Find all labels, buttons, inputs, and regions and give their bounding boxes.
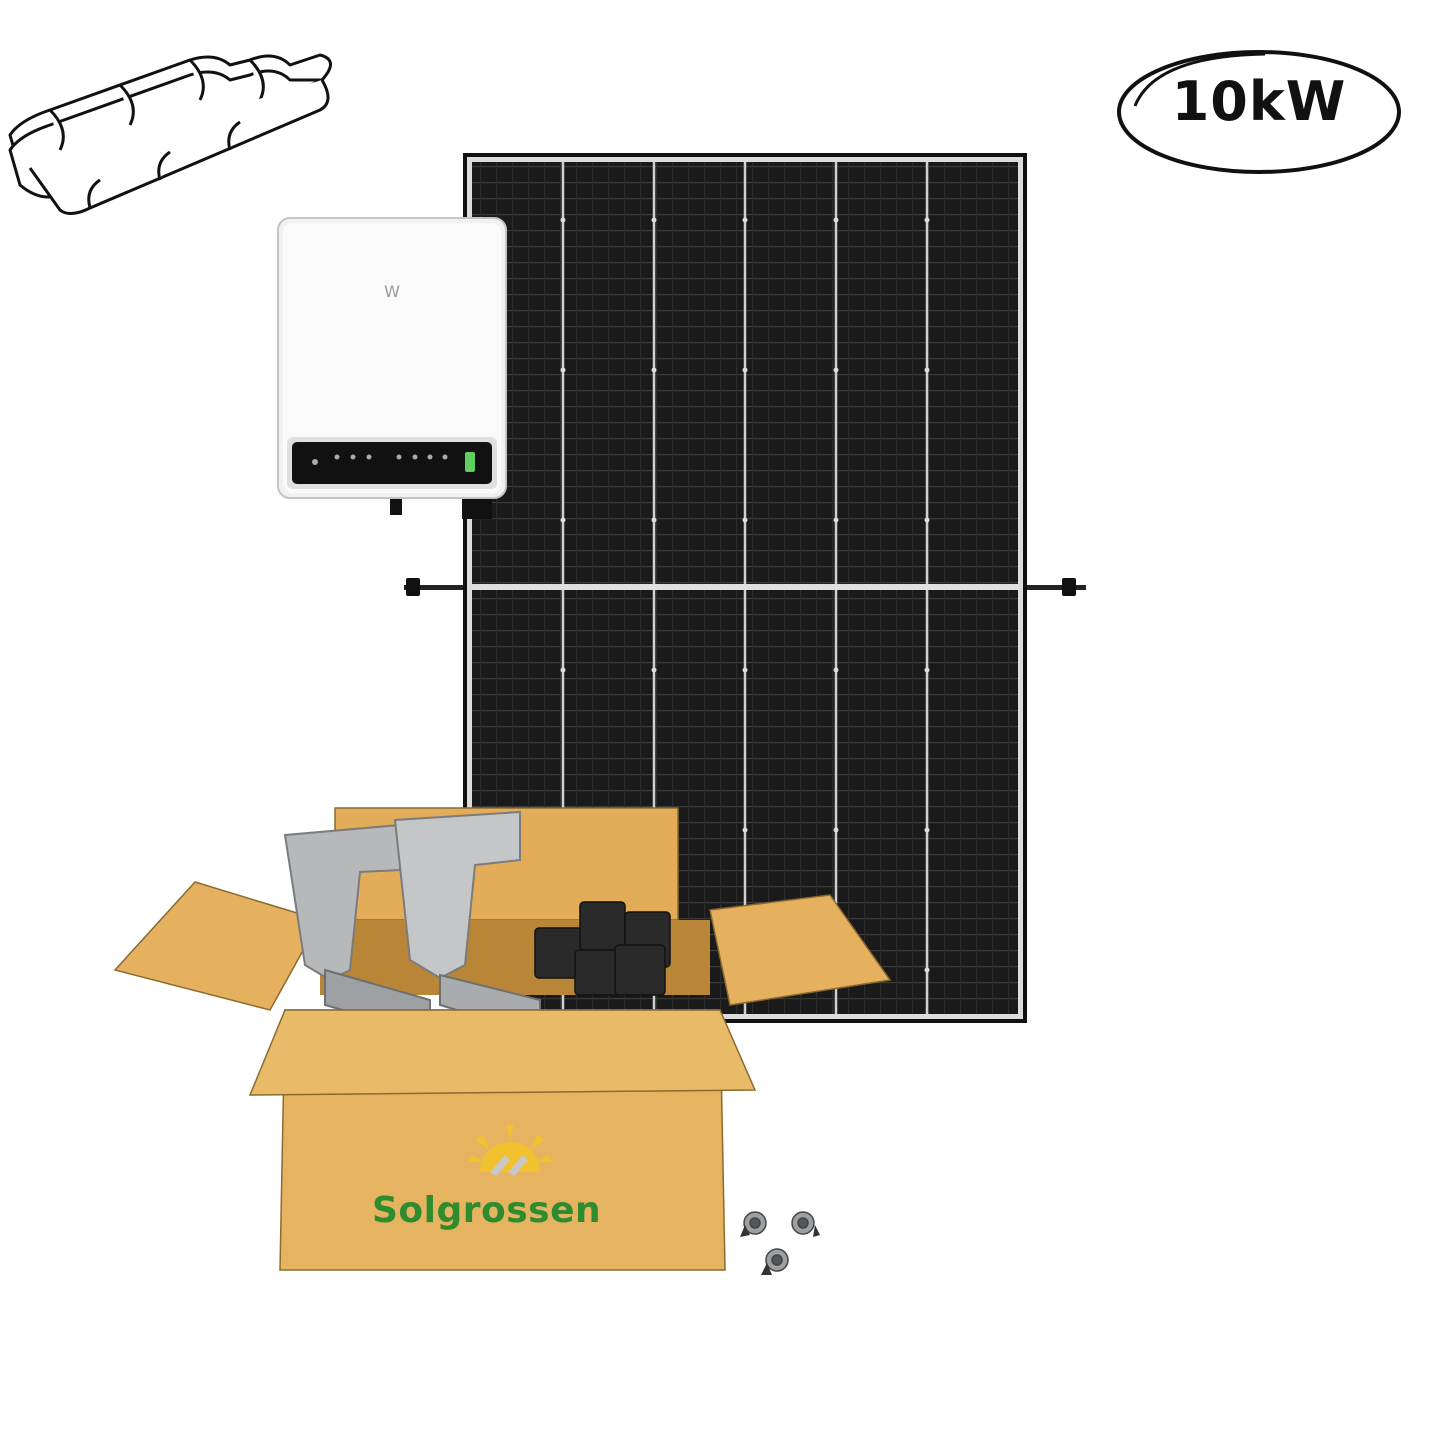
brand-name: Solgrossen [372,1190,602,1231]
roof-tiles-icon [8,53,332,215]
cardboard-box [113,807,892,1271]
power-rating-label: 10kW [1171,70,1347,133]
screws [740,1211,820,1275]
brand-logo-icon [468,1125,552,1176]
power-rating-badge [1117,50,1401,174]
panel-clamps [534,901,671,996]
inverter: W [277,217,507,519]
svg-text:W: W [384,282,400,301]
